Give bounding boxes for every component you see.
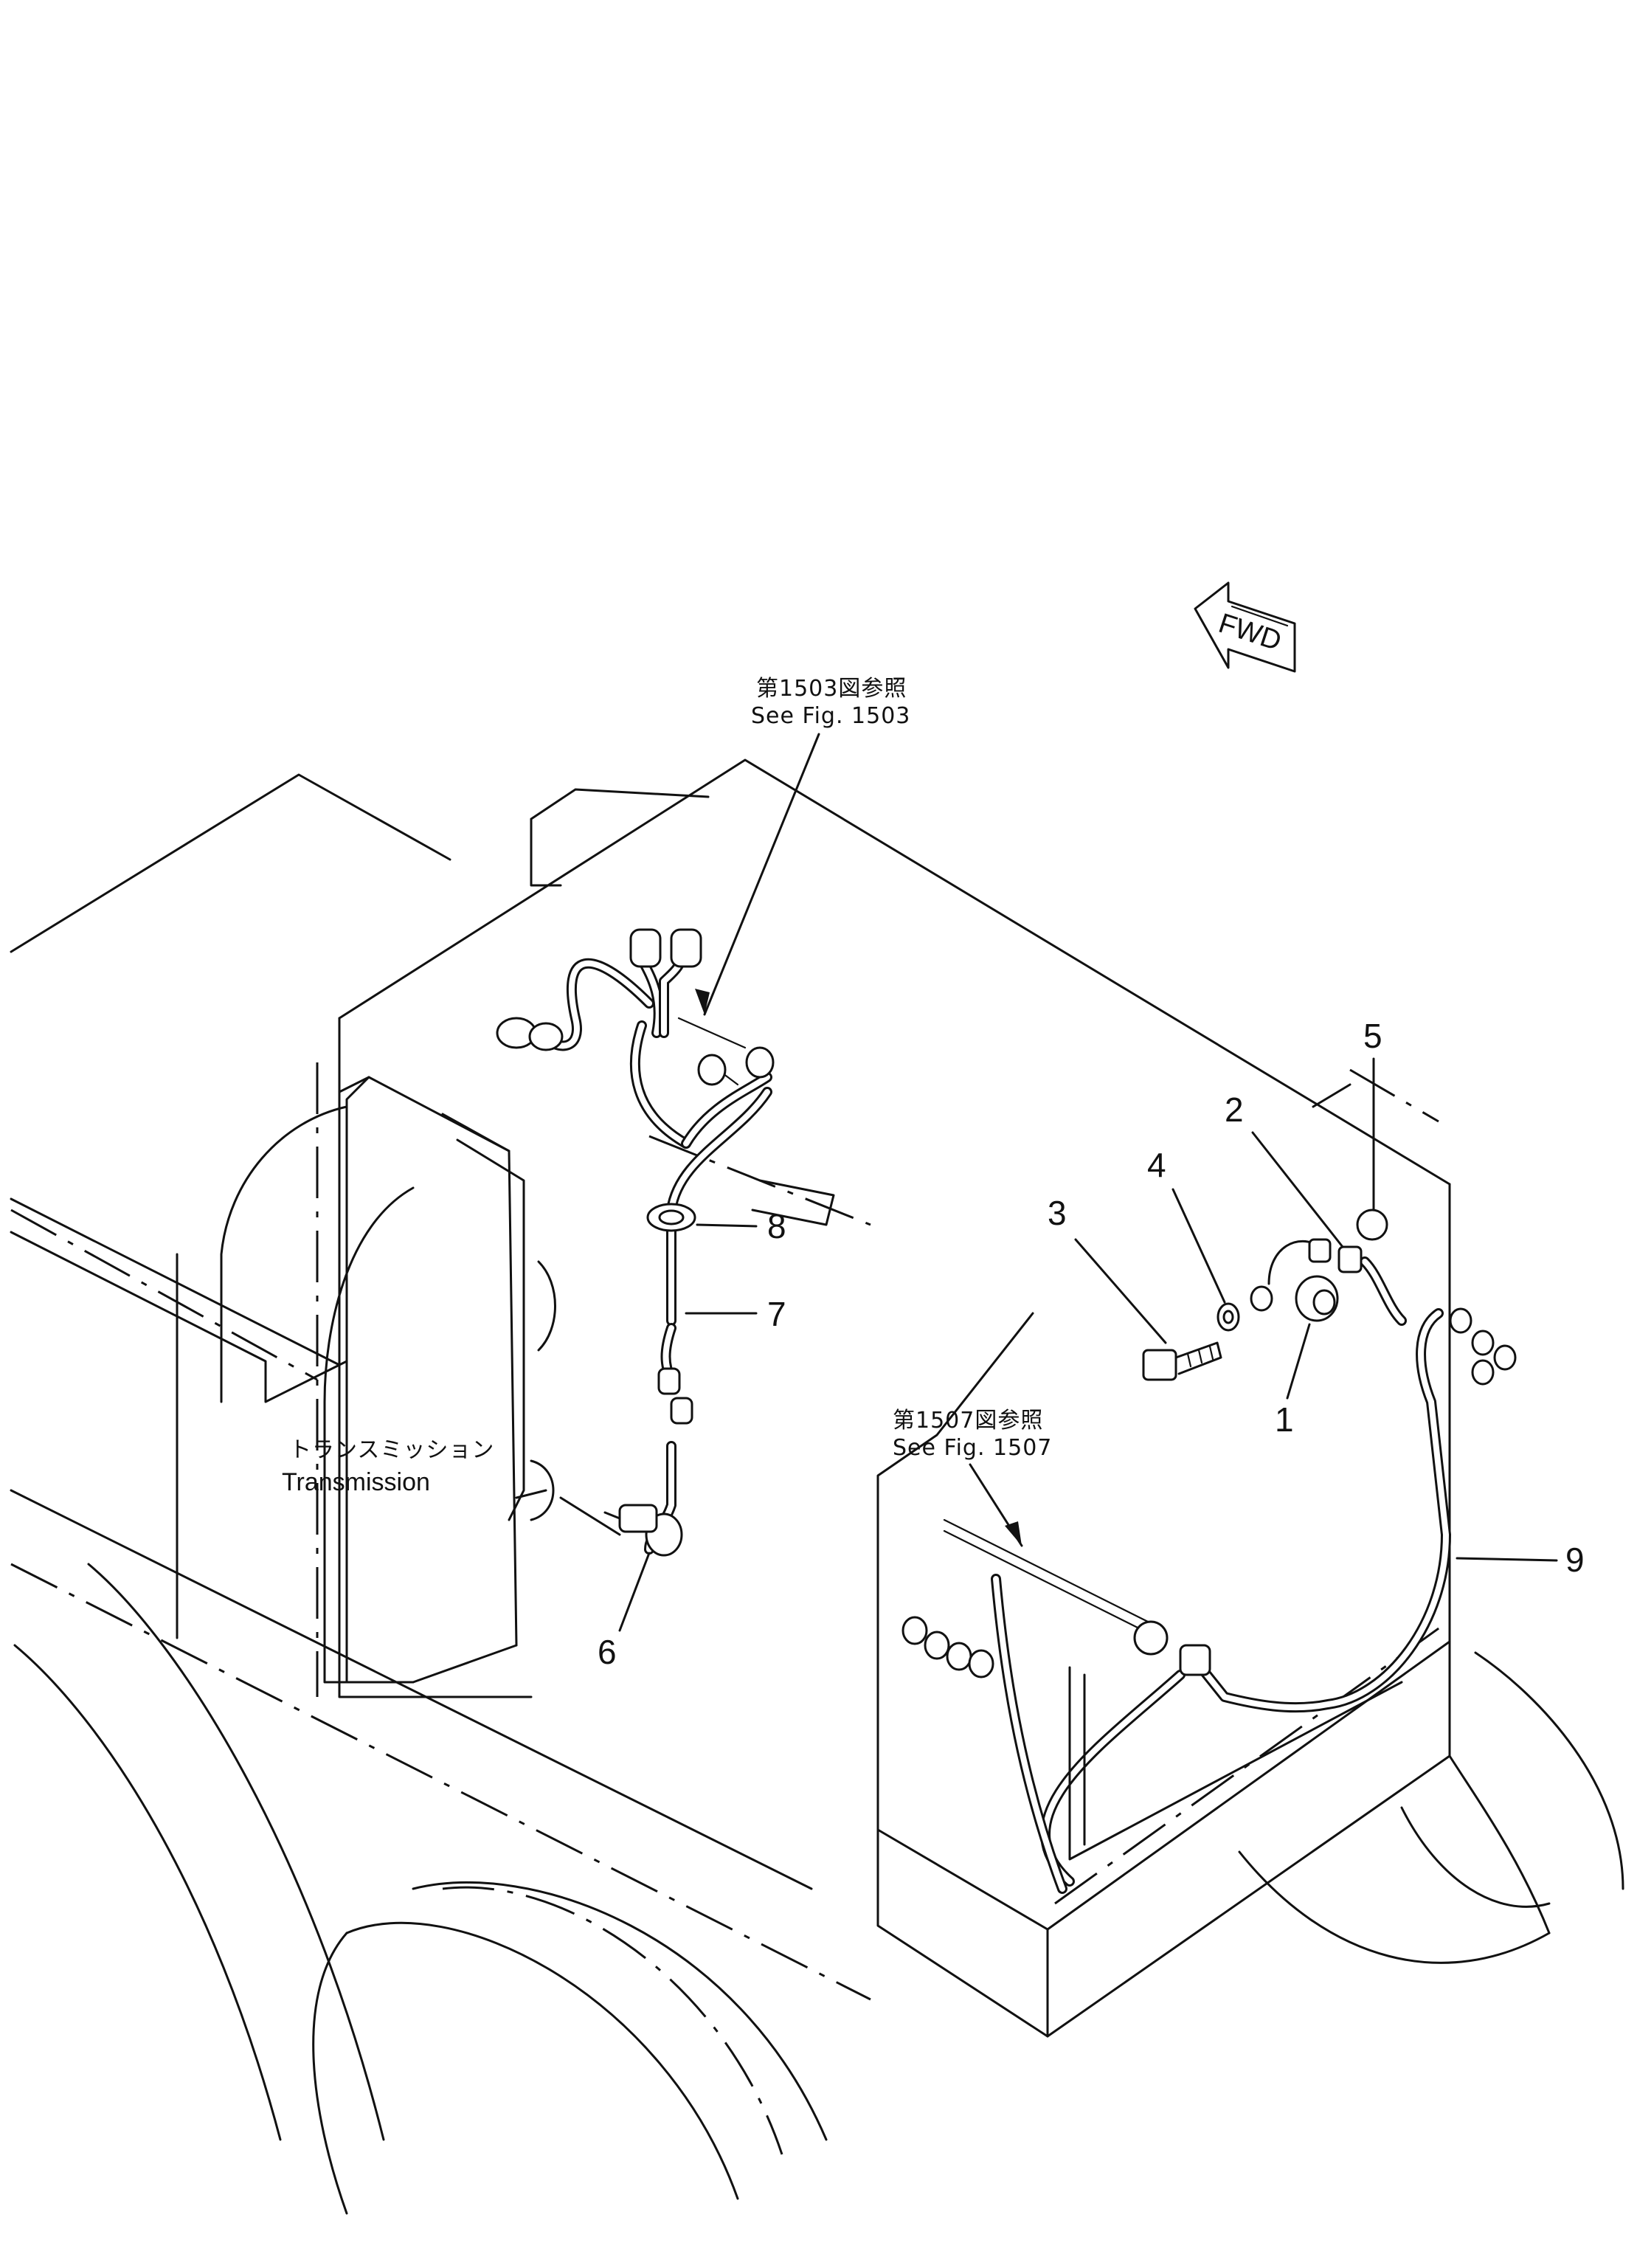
callout-3: 3 bbox=[1048, 1194, 1067, 1232]
reference-fig-1503: 第1503図参照 See Fig. 1503 bbox=[695, 676, 910, 1016]
leader-fig-1503 bbox=[703, 733, 820, 1016]
callouts: 1 2 3 4 5 6 7 8 9 bbox=[598, 1017, 1585, 1671]
machine-frame bbox=[10, 758, 1624, 2215]
callout-7: 7 bbox=[767, 1295, 786, 1333]
fwd-direction-arrow: FWD bbox=[1194, 581, 1296, 673]
callout-4: 4 bbox=[1147, 1146, 1166, 1184]
reference-fig-1507-jp: 第1507図参照 bbox=[893, 1408, 1043, 1434]
wiring-harness-upper bbox=[515, 947, 835, 1555]
callout-2: 2 bbox=[1225, 1090, 1244, 1129]
callout-9: 9 bbox=[1565, 1541, 1585, 1579]
connectors bbox=[496, 928, 1517, 1678]
grommet-8 bbox=[646, 1203, 696, 1232]
callout-8: 8 bbox=[767, 1207, 786, 1245]
transmission-label: トランスミッション Transmission bbox=[282, 1437, 494, 1496]
switch-assembly bbox=[1142, 1209, 1388, 1381]
transmission-label-jp: トランスミッション bbox=[289, 1437, 494, 1463]
callout-1: 1 bbox=[1275, 1400, 1294, 1439]
callout-6: 6 bbox=[598, 1633, 617, 1671]
transmission-label-en: Transmission bbox=[282, 1468, 430, 1496]
fwd-label: FWD bbox=[1215, 608, 1285, 657]
callout-5: 5 bbox=[1363, 1017, 1382, 1055]
wiring-harness-lower bbox=[943, 1256, 1451, 1894]
reference-fig-1503-en: See Fig. 1503 bbox=[751, 703, 910, 729]
reference-fig-1503-jp: 第1503図参照 bbox=[756, 676, 907, 702]
reference-fig-1507: 第1507図参照 See Fig. 1507 bbox=[893, 1408, 1052, 1547]
reference-fig-1507-en: See Fig. 1507 bbox=[893, 1435, 1052, 1461]
sensor-6 bbox=[603, 1504, 683, 1557]
